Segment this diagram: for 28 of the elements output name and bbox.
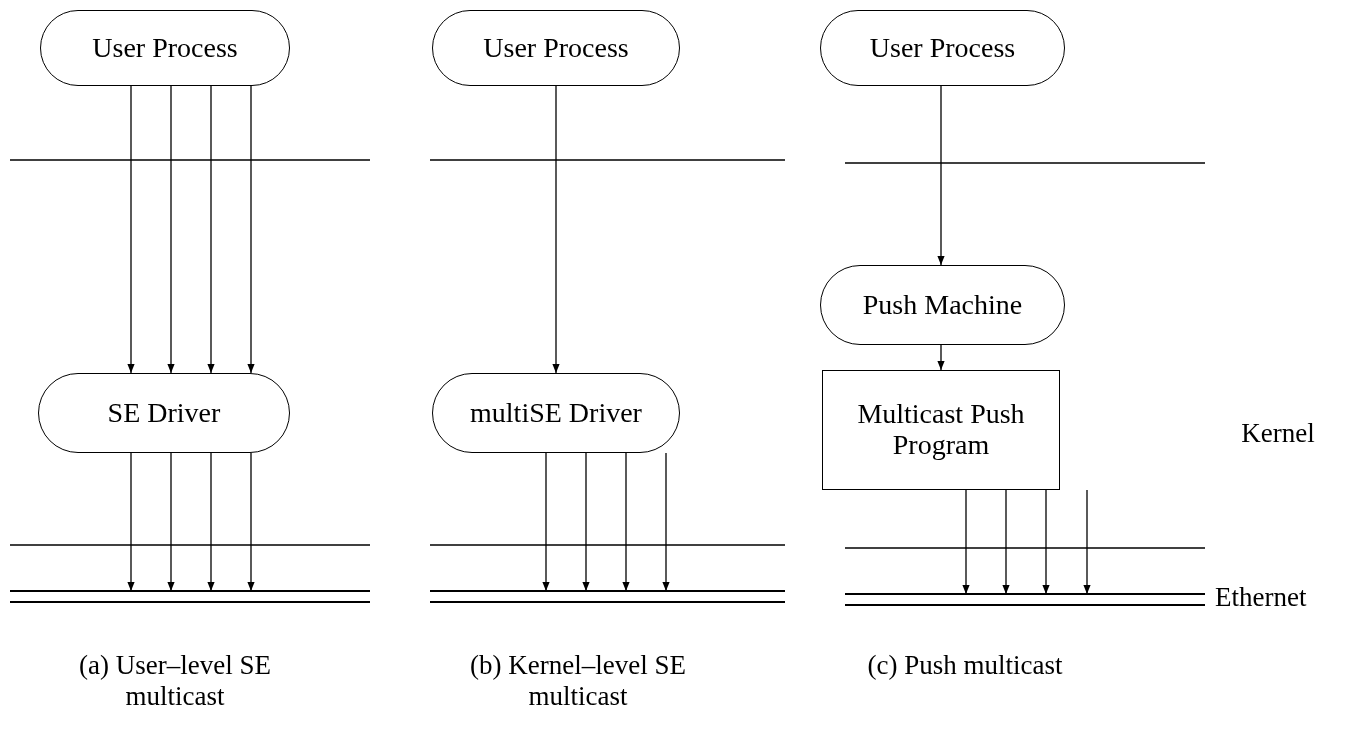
arrow: [622, 452, 630, 592]
caption: (b) Kernel–level SE multicast: [469, 650, 687, 713]
ethernet-bus-line: [845, 593, 1205, 606]
arrow: [937, 344, 945, 371]
arrow: [937, 85, 945, 266]
arrow: [542, 452, 550, 592]
arrow: [662, 452, 670, 592]
arrow: [167, 85, 175, 374]
ethernet-bus-line: [10, 590, 370, 603]
arrow: [167, 452, 175, 592]
process-box: Multicast Push Program: [822, 370, 1060, 490]
arrow: [582, 452, 590, 592]
ethernet-bus-line: [430, 590, 785, 603]
arrow: [207, 85, 215, 374]
arrow: [127, 85, 135, 374]
caption: (a) User–level SE multicast: [78, 650, 272, 713]
network-label: Ethernet: [1215, 582, 1307, 614]
arrow: [247, 85, 255, 374]
arrow: [1002, 489, 1010, 595]
arrow: [1083, 489, 1091, 595]
arrow: [552, 85, 560, 374]
arrow: [207, 452, 215, 592]
arrow: [247, 452, 255, 592]
arrow: [1042, 489, 1050, 595]
arrow: [127, 452, 135, 592]
layer-label: Kernel: [1240, 418, 1316, 450]
arrow: [962, 489, 970, 595]
caption: (c) Push multicast: [866, 650, 1064, 682]
